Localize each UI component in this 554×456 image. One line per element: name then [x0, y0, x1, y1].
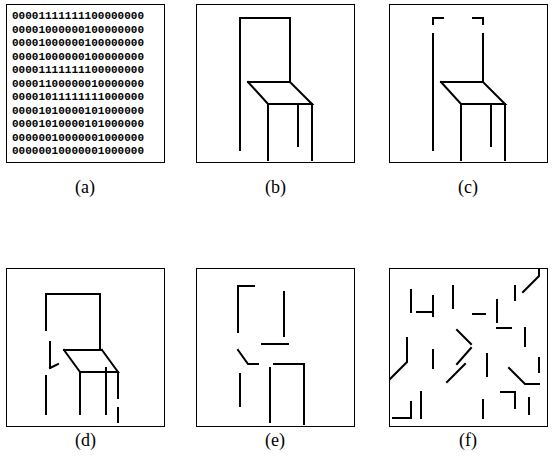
panel-caption: (e) — [265, 429, 285, 451]
panel-frame — [197, 269, 355, 427]
panel-caption: (a) — [75, 176, 95, 198]
noise-lines — [389, 268, 539, 418]
chair-lines — [433, 18, 505, 160]
bitmap-row: 00001000000100000000 — [12, 51, 144, 64]
chair-lines — [238, 286, 304, 424]
panel-frame — [390, 5, 548, 163]
bitmap-row: 00001000000100000000 — [12, 24, 144, 37]
bitmap-row: 00000010000001000000 — [12, 145, 144, 158]
bitmap-row: 00001010000101000000 — [12, 105, 144, 118]
bitmap-row: 00000010000001000000 — [12, 132, 144, 145]
noise-drawing — [389, 268, 539, 418]
chair-drawing — [46, 294, 118, 422]
panel-caption: (d) — [75, 429, 96, 451]
panel-frame — [7, 5, 165, 163]
panel-caption: (c) — [458, 176, 478, 198]
chair-drawing — [433, 18, 505, 160]
bitmap-row: 00001111111100000000 — [12, 64, 144, 77]
bitmap-row: 00001111111100000000 — [12, 10, 144, 23]
panel-frame — [197, 5, 355, 163]
chair-lines — [240, 18, 312, 160]
chair-lines — [46, 294, 118, 422]
chair-drawing — [240, 18, 312, 160]
panel-caption: (f) — [459, 429, 477, 451]
bitmap-row: 00001011111111000000 — [12, 91, 144, 104]
chair-drawing — [238, 286, 304, 424]
panel-caption: (b) — [265, 176, 286, 198]
bitmap-row: 00001100000010000000 — [12, 78, 144, 91]
bitmap-row: 00001010000101000000 — [12, 118, 144, 131]
panel-frames — [7, 5, 548, 427]
panel-frame — [7, 269, 165, 427]
bitmap-row: 00001000000100000000 — [12, 37, 144, 50]
panel-frame — [390, 269, 548, 427]
